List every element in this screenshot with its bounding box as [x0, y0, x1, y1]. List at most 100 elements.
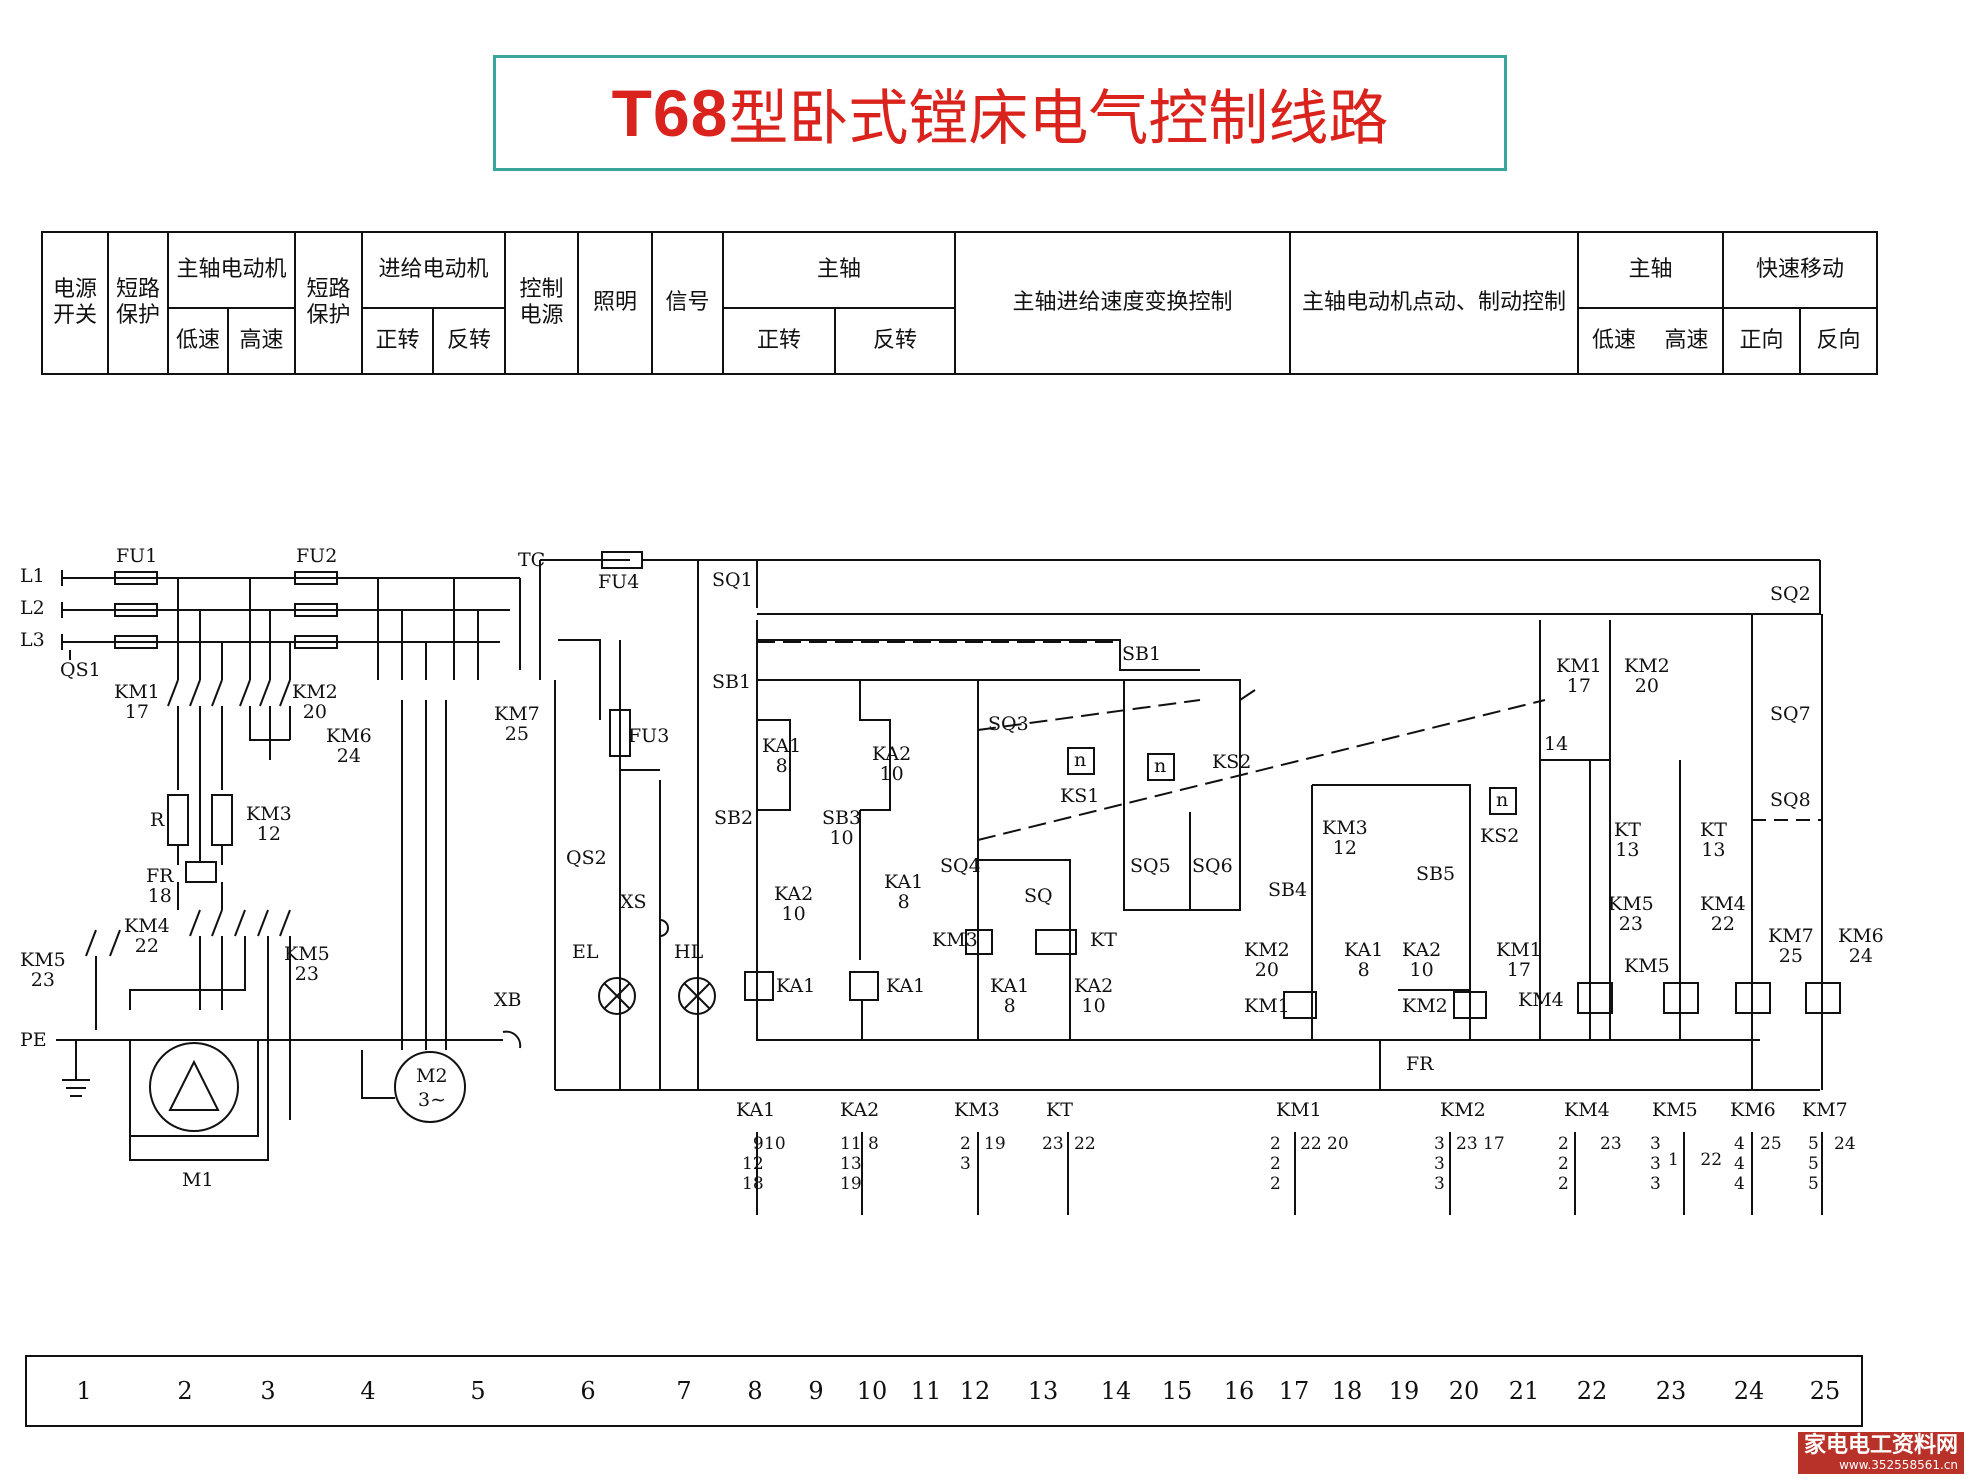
column-number: 4 — [360, 1377, 376, 1405]
label-m2-sub: 3∼ — [418, 1089, 447, 1111]
label-ka1-8c: KA1 8 — [1344, 939, 1384, 981]
motor-m1 — [149, 1042, 239, 1132]
ref-km6-left: 4 4 4 — [1734, 1134, 1745, 1194]
label-km3-12: KM3 12 — [246, 803, 292, 845]
ref-ka1-left: 9 12 18 — [742, 1134, 764, 1194]
label-fu4: FU4 — [598, 571, 640, 593]
hdr-rapid-forward: 正向 — [1739, 328, 1784, 353]
hdr-spindle-forward: 正转 — [756, 328, 801, 353]
ref-coil-km1: KM1 — [1276, 1099, 1322, 1121]
ref-coil-km4: KM4 — [1564, 1099, 1610, 1121]
title-prefix: T68 — [611, 76, 729, 150]
coil-km5 — [1663, 982, 1699, 1014]
label-km1-17: KM1 17 — [114, 681, 160, 723]
label-qs1: QS1 — [60, 659, 101, 681]
label-kt: KT — [1090, 929, 1117, 951]
ref-kt-left: 23 — [1042, 1134, 1064, 1154]
hdr-short-protect-1: 短路 保护 — [115, 277, 160, 328]
label-ka2-10: KA2 10 — [872, 743, 912, 785]
column-number: 6 — [580, 1377, 596, 1405]
hdr-high-speed: 高速 — [239, 328, 284, 353]
hdr-spindle-motor: 主轴电动机 — [176, 257, 287, 282]
ref-km5-right: 1 22 — [1668, 1150, 1723, 1170]
label-sb2: SB2 — [714, 807, 754, 829]
label-n-ks2b: n — [1496, 789, 1509, 811]
label-km7-25: KM7 25 — [494, 703, 540, 745]
label-sq8: SQ8 — [1770, 789, 1811, 811]
label-sb3-10: SB3 10 — [822, 807, 862, 849]
label-km1-17b: KM1 17 — [1496, 939, 1542, 981]
coil-ka1-2 — [849, 971, 879, 1001]
label-ka1-coil: KA1 — [776, 975, 816, 997]
ref-ka1-right: 10 — [764, 1134, 786, 1154]
label-fu2: FU2 — [296, 545, 338, 567]
label-km6-24b: KM6 24 — [1838, 925, 1884, 967]
hdr-lighting: 照明 — [592, 290, 637, 315]
column-number: 9 — [808, 1377, 824, 1405]
label-sq: SQ — [1024, 885, 1053, 907]
label-sb1a: SB1 — [712, 671, 752, 693]
fuse-fu3 — [609, 709, 631, 757]
hdr-control-power: 控制 电源 — [519, 277, 564, 328]
hdr-reverse: 反转 — [446, 328, 491, 353]
label-n-ks2: n — [1154, 755, 1167, 777]
motor-m2 — [394, 1051, 466, 1123]
ref-kt-right: 22 — [1074, 1134, 1096, 1154]
hdr-high-speed-2: 高速 — [1664, 328, 1709, 353]
hdr-short-protect-2: 短路 保护 — [306, 277, 351, 328]
hdr-jog-brake: 主轴电动机点动、制动控制 — [1301, 290, 1566, 315]
label-qs2: QS2 — [566, 847, 607, 869]
ref-km1-right: 22 20 — [1300, 1134, 1349, 1154]
hdr-spindle-2: 主轴 — [1628, 257, 1673, 282]
title-text: 型卧式镗床电气控制线路 — [728, 83, 1389, 154]
column-number: 10 — [856, 1377, 888, 1405]
label-xb: XB — [494, 989, 522, 1011]
label-km3: KM3 — [932, 929, 978, 951]
label-km5-23a: KM5 23 — [20, 949, 66, 991]
ref-coil-ka2: KA2 — [840, 1099, 880, 1121]
lamp-hl — [678, 977, 716, 1015]
column-number: 7 — [676, 1377, 692, 1405]
column-number: 16 — [1223, 1377, 1255, 1405]
label-sb1b: SB1 — [1122, 643, 1162, 665]
watermark: 家电电工资料网 www.352558561.cn — [1797, 1432, 1964, 1474]
hdr-low-speed: 低速 — [175, 328, 220, 353]
label-xs: XS — [620, 891, 647, 913]
label-m2: M2 — [416, 1065, 448, 1087]
column-number: 23 — [1655, 1377, 1687, 1405]
hdr-rapid-move: 快速移动 — [1755, 257, 1844, 282]
ref-km3-right: 19 — [984, 1134, 1006, 1154]
label-fu1: FU1 — [116, 545, 158, 567]
label-ka2-10b: KA2 10 — [774, 883, 814, 925]
label-l2: L2 — [20, 597, 45, 619]
label-km1-coil: KM1 — [1244, 995, 1290, 1017]
label-sb4: SB4 — [1268, 879, 1308, 901]
label-kt13b: KT 13 — [1700, 819, 1727, 861]
label-m1: M1 — [182, 1169, 214, 1191]
ref-km5-left: 3 3 3 — [1650, 1134, 1661, 1194]
label-km7-25b: KM7 25 — [1768, 925, 1814, 967]
ref-coil-km7: KM7 — [1802, 1099, 1848, 1121]
ref-km7-left: 5 5 5 — [1808, 1134, 1819, 1194]
label-km1-17c: KM1 17 — [1556, 655, 1602, 697]
hdr-low-speed-2: 低速 — [1591, 328, 1636, 353]
label-km4-coil: KM4 — [1518, 989, 1564, 1011]
label-l3: L3 — [20, 629, 45, 651]
label-km2-20b: KM2 20 — [1244, 939, 1290, 981]
hdr-feed-motor: 进给电动机 — [378, 257, 489, 282]
label-km6-24: KM6 24 — [326, 725, 372, 767]
column-number: 17 — [1278, 1377, 1310, 1405]
coil-kt — [1035, 929, 1077, 955]
hdr-spindle: 主轴 — [816, 257, 861, 282]
label-sq3: SQ3 — [988, 713, 1029, 735]
coil-km3 — [965, 929, 993, 955]
ref-coil-km2: KM2 — [1440, 1099, 1486, 1121]
coil-km1 — [1283, 991, 1317, 1019]
label-tc: TC — [518, 549, 546, 571]
label-sq5: SQ5 — [1130, 855, 1171, 877]
hdr-signal: 信号 — [665, 290, 710, 315]
hdr-rapid-reverse: 反向 — [1816, 328, 1861, 353]
ref-coil-km3: KM3 — [954, 1099, 1000, 1121]
